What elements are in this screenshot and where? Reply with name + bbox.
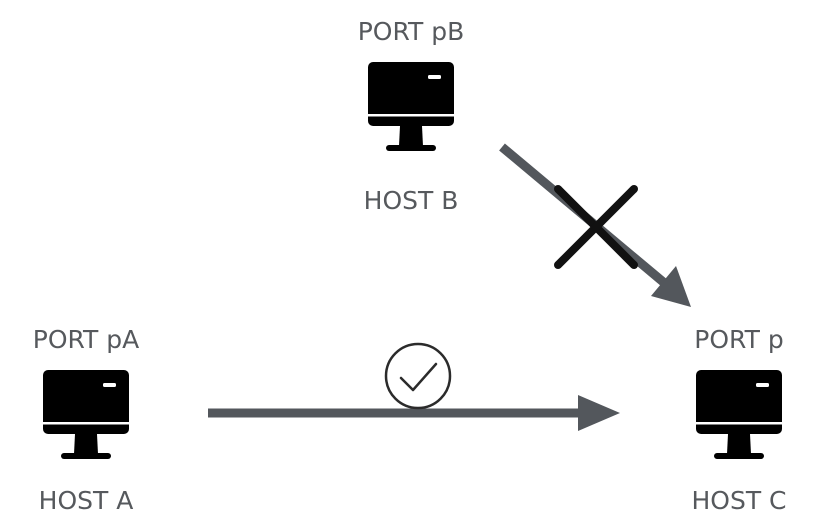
checkmark-circle-icon <box>384 342 452 410</box>
arrow-host-a-to-host-c <box>208 395 620 431</box>
desktop-monitor-icon <box>43 370 129 459</box>
host-c-host-label: HOST C <box>691 486 787 515</box>
host-a-host-label: HOST A <box>38 486 134 515</box>
desktop-monitor-icon <box>368 62 454 151</box>
host-b-host-label: HOST B <box>363 186 459 215</box>
host-c-port-label: PORT p <box>694 325 784 354</box>
x-cross-icon <box>554 185 638 269</box>
host-a-port-label: PORT pA <box>32 325 140 354</box>
desktop-monitor-icon <box>696 370 782 459</box>
host-b-port-label: PORT pB <box>357 17 465 46</box>
